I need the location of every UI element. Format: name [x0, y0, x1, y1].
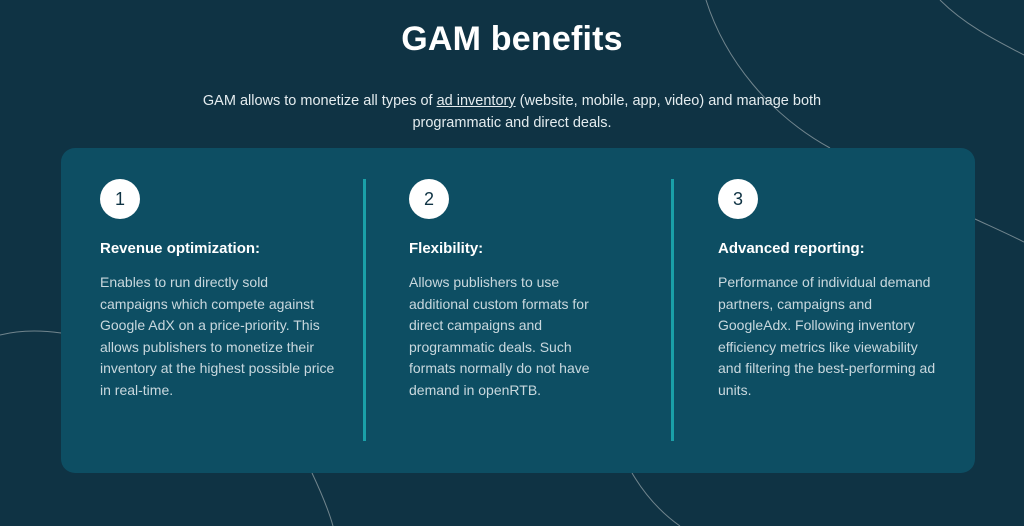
- benefit-heading: Revenue optimization:: [100, 240, 261, 257]
- benefits-card: 1 Revenue optimization: Enables to run d…: [61, 148, 975, 473]
- benefit-text: Enables to run directly sold campaigns w…: [100, 274, 335, 398]
- subtitle: GAM allows to monetize all types of ad i…: [162, 91, 862, 134]
- subtitle-text: (website, mobile, app, video) and manage…: [412, 93, 822, 131]
- benefit-flexibility: 2 Flexibility: Allows publishers to use …: [409, 179, 649, 402]
- benefit-heading: Advanced reporting:: [718, 240, 865, 257]
- divider: [671, 179, 674, 441]
- number-badge: 2: [409, 179, 449, 219]
- number-badge: 1: [100, 179, 140, 219]
- divider: [363, 179, 366, 441]
- benefit-text: Performance of individual demand partner…: [718, 274, 936, 398]
- number-badge: 3: [718, 179, 758, 219]
- benefit-text: Allows publishers to use additional cust…: [409, 274, 590, 398]
- page-title: GAM benefits: [401, 20, 623, 58]
- benefit-heading: Flexibility:: [409, 240, 484, 257]
- ad-inventory-link[interactable]: ad inventory: [436, 93, 516, 109]
- benefit-revenue-optimization: 1 Revenue optimization: Enables to run d…: [100, 179, 340, 402]
- subtitle-text: GAM allows to monetize all types of: [202, 93, 437, 109]
- benefit-advanced-reporting: 3 Advanced reporting: Performance of ind…: [718, 179, 958, 402]
